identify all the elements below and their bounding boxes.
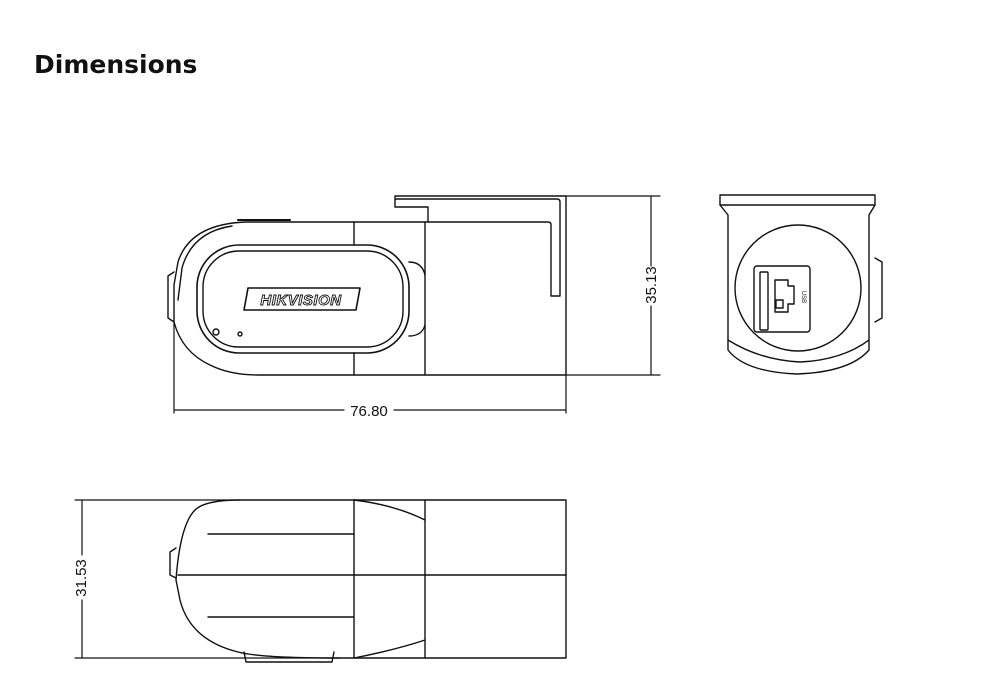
camera-body bbox=[173, 221, 567, 376]
port-panel bbox=[753, 265, 811, 333]
rear-housing bbox=[719, 194, 876, 375]
mic-hole bbox=[237, 331, 243, 337]
width-label: 31.53 bbox=[73, 559, 90, 597]
usb-port-label: USB bbox=[800, 291, 806, 303]
mount-bracket bbox=[394, 195, 567, 376]
top-body bbox=[175, 499, 567, 659]
sd-card-slot bbox=[759, 271, 769, 331]
brand-logo: HIKVISION bbox=[260, 292, 342, 309]
top-lens-rim bbox=[243, 651, 335, 663]
rear-view: USB bbox=[719, 194, 883, 375]
top-view: 31.53 bbox=[73, 499, 567, 663]
usb-port bbox=[774, 279, 795, 313]
front-panel bbox=[196, 244, 410, 354]
length-dimension-line bbox=[173, 321, 567, 414]
logo-plate bbox=[243, 287, 361, 311]
height-dimension-line bbox=[565, 195, 661, 376]
height-label: 35.13 bbox=[643, 266, 660, 304]
page-title: Dimensions bbox=[34, 50, 198, 79]
rear-lens-housing bbox=[734, 224, 862, 352]
side-button bbox=[874, 257, 883, 323]
width-dimension-line bbox=[74, 499, 341, 659]
side-view: HIKVISION 35.13 76.80 bbox=[167, 195, 661, 420]
indicator-light bbox=[212, 328, 220, 336]
length-label: 76.80 bbox=[350, 403, 388, 420]
